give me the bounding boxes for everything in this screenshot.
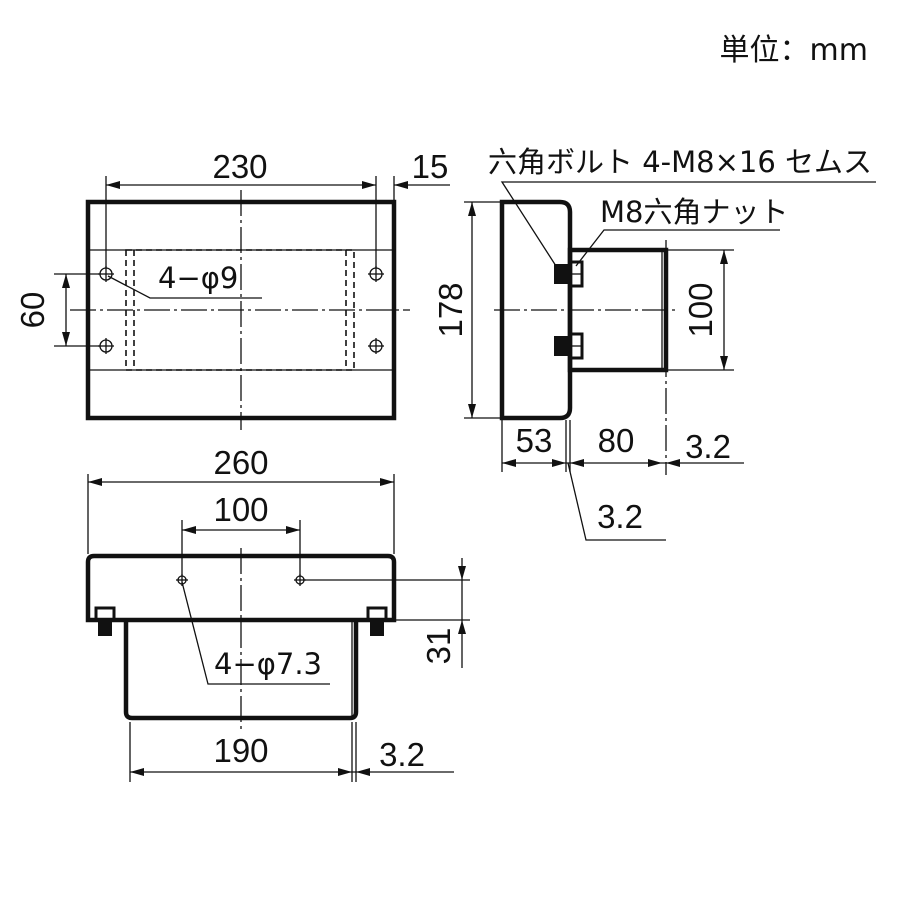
hex-bolt-icon xyxy=(554,332,584,360)
arrowhead xyxy=(286,526,300,534)
unit-label: 単位：mm xyxy=(720,33,868,68)
hex-bolt-icon xyxy=(366,606,388,636)
hole-note: 4−φ9 xyxy=(158,261,238,295)
dim-label-15: 15 xyxy=(412,148,449,185)
arrowhead xyxy=(62,274,70,288)
arrowhead xyxy=(394,181,408,189)
arrowhead xyxy=(468,202,476,216)
arrowhead xyxy=(338,768,352,776)
dim-label-3-2-front: 3.2 xyxy=(379,736,425,773)
mounting-hole xyxy=(368,266,384,282)
mounting-hole xyxy=(98,266,114,282)
side-view-body xyxy=(499,199,573,421)
dim-label-100-front: 100 xyxy=(213,491,268,528)
arrowhead xyxy=(62,332,70,346)
arrowhead xyxy=(720,356,728,370)
arrowhead xyxy=(362,181,376,189)
arrowhead xyxy=(648,459,662,467)
side-view: 六角ボルト 4-M8×16 セムス M8六角ナット 178 100 53 80 … xyxy=(432,145,876,541)
nut-note: M8六角ナット xyxy=(600,195,788,229)
front-view: 260 100 31 4−φ7.3 190 3.2 xyxy=(85,444,470,782)
hole-note-front: 4−φ7.3 xyxy=(214,647,322,681)
arrowhead xyxy=(502,459,516,467)
dim-label-100-side: 100 xyxy=(682,282,719,337)
arrowhead xyxy=(106,181,120,189)
arrowhead xyxy=(552,459,566,467)
arrowhead xyxy=(458,566,466,580)
arrowhead xyxy=(88,478,102,486)
dim-label-31: 31 xyxy=(420,628,457,665)
arrowhead xyxy=(666,459,680,467)
hex-bolt-icon xyxy=(554,260,584,288)
dim-label-260: 260 xyxy=(213,444,268,481)
mounting-hole xyxy=(368,338,384,354)
dim-label-190: 190 xyxy=(213,732,268,769)
leader-line xyxy=(107,275,262,299)
arrowhead xyxy=(468,404,476,418)
arrowhead xyxy=(130,768,144,776)
arrowhead xyxy=(720,250,728,264)
leader-line xyxy=(575,229,780,267)
dim-label-53: 53 xyxy=(516,422,553,459)
arrowhead xyxy=(380,478,394,486)
dim-label-230: 230 xyxy=(212,148,267,185)
arrowhead xyxy=(570,459,584,467)
bolt-note: 六角ボルト 4-M8×16 セムス xyxy=(488,145,872,179)
dim-label-3-2-bottom: 3.2 xyxy=(597,498,643,535)
dim-label-80: 80 xyxy=(598,422,635,459)
dim-label-60: 60 xyxy=(14,292,51,329)
top-view: 230 15 60 4−φ9 xyxy=(14,148,450,430)
arrowhead xyxy=(458,620,466,634)
front-view-plate xyxy=(85,553,397,623)
leader-line xyxy=(500,181,876,267)
leader-line xyxy=(567,462,666,541)
arrowhead xyxy=(182,526,196,534)
arrowhead xyxy=(356,768,370,776)
hex-bolt-icon xyxy=(94,606,116,636)
dim-label-3-2-right: 3.2 xyxy=(685,428,731,465)
dim-label-178: 178 xyxy=(432,282,469,337)
leader-line xyxy=(181,581,330,685)
mounting-hole xyxy=(98,338,114,354)
